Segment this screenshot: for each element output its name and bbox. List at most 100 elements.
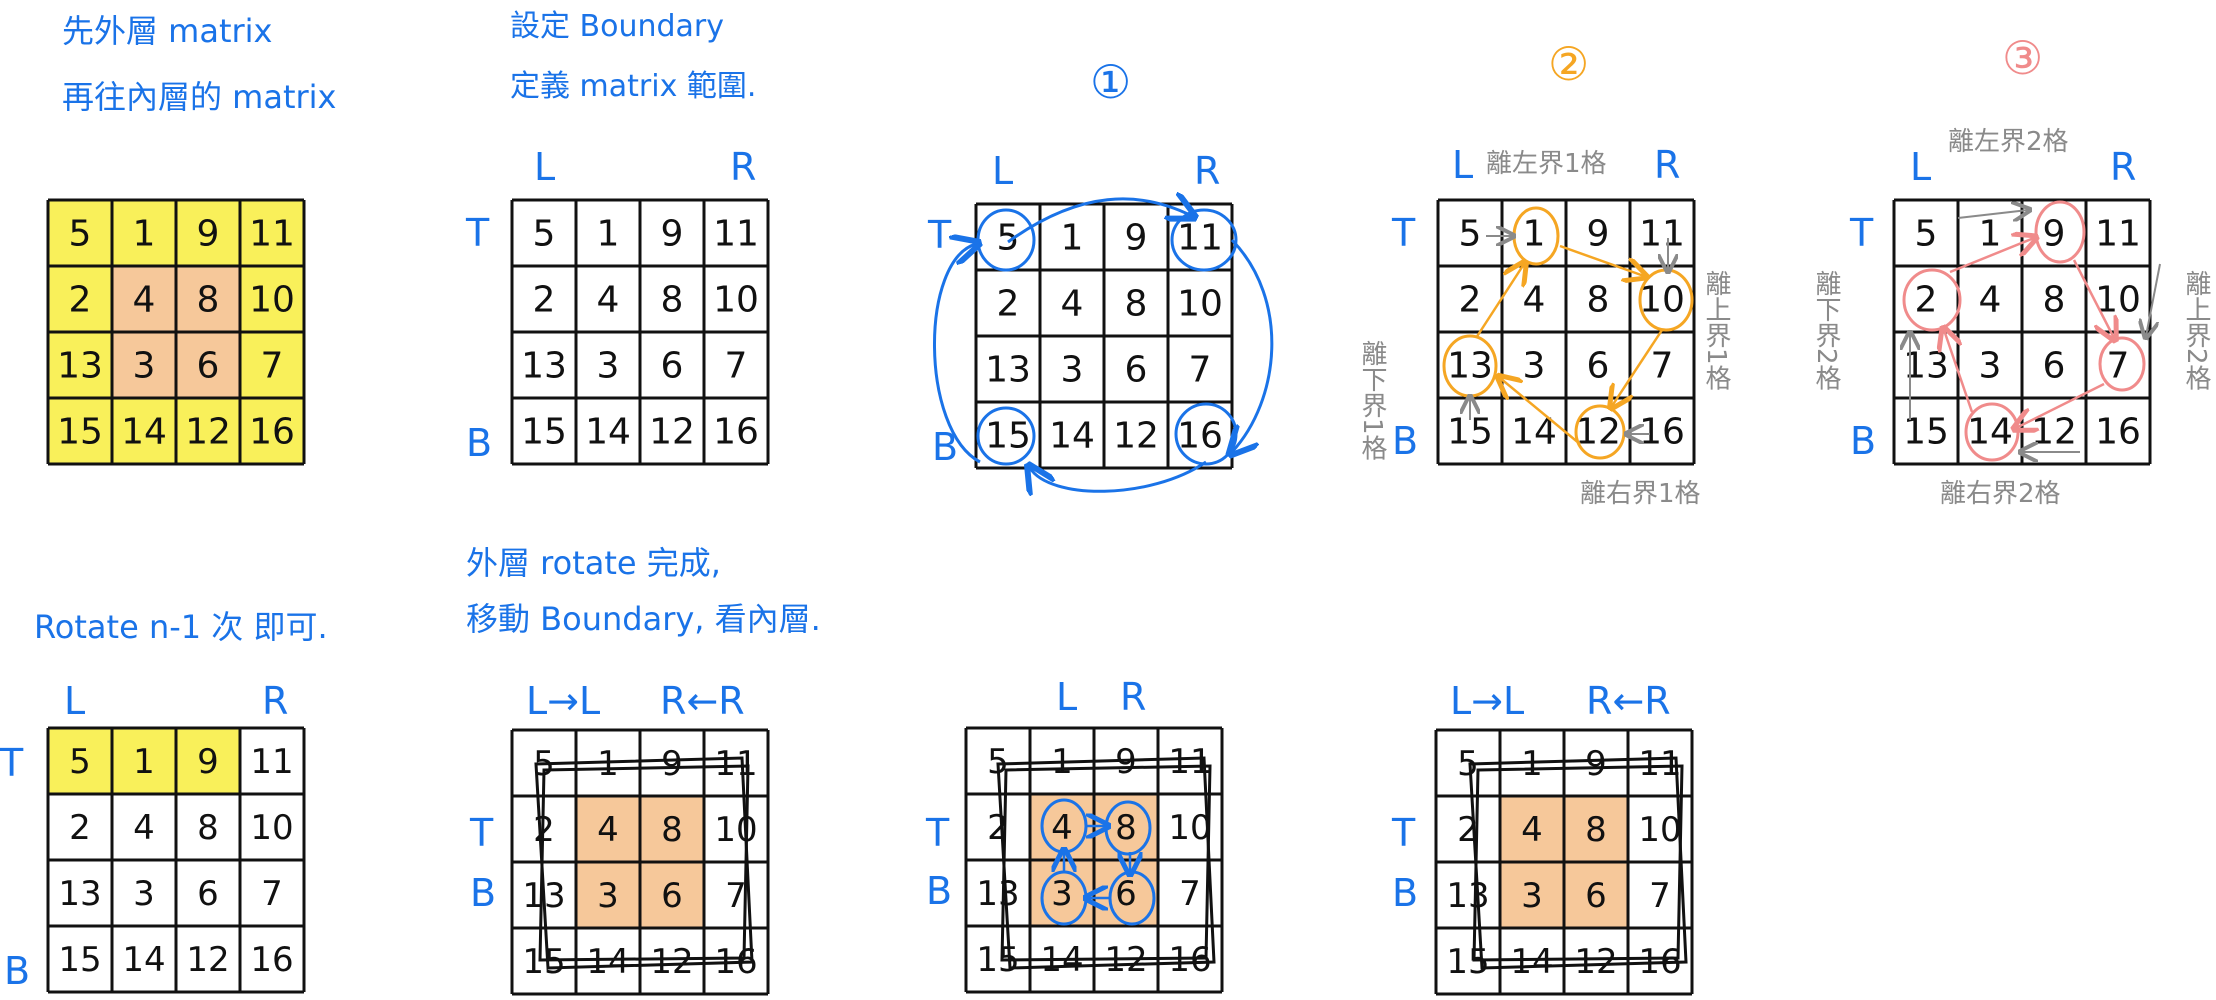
label-L: L xyxy=(1910,145,1931,189)
matrix-cell-value: 3 xyxy=(1979,346,2002,387)
cell-fill xyxy=(112,398,176,464)
note1-line2: 再往內層的 matrix xyxy=(62,78,337,116)
label-L-move: L→L xyxy=(1450,679,1524,723)
matrix-cell-value: 2 xyxy=(69,280,92,321)
matrix-cell-value: 6 xyxy=(1125,350,1148,391)
annotation-left-1: 離左界1格 xyxy=(1486,149,1607,179)
matrix-cell-value: 4 xyxy=(597,810,619,850)
matrix-cell-value: 11 xyxy=(2095,214,2141,255)
matrix-cell-value: 8 xyxy=(1585,810,1607,850)
cell-fill xyxy=(240,266,304,332)
matrix-cell-value: 14 xyxy=(1049,416,1095,457)
matrix-cell-value: 11 xyxy=(1638,744,1681,784)
matrix-cell-value: 8 xyxy=(661,280,684,321)
matrix-cell-value: 10 xyxy=(714,810,757,850)
cell-fill xyxy=(1500,796,1564,862)
matrix-cell-value: 12 xyxy=(649,412,695,453)
matrix-cell-value: 8 xyxy=(197,280,220,321)
matrix-cell-value: 13 xyxy=(57,346,103,387)
matrix-cell-value: 7 xyxy=(1651,346,1674,387)
matrix-cell-value: 7 xyxy=(1189,350,1212,391)
matrix-cell-value: 7 xyxy=(725,346,748,387)
cell-fill xyxy=(112,266,176,332)
label-T: T xyxy=(925,811,950,855)
annotation-top-1: 離上界1格 xyxy=(1701,270,1731,391)
step-label-1: ① xyxy=(1090,55,1131,109)
step-label-2: ② xyxy=(1548,37,1589,91)
label-T: T xyxy=(0,741,24,785)
matrix-cell-value: 1 xyxy=(1521,744,1543,784)
label-R: R xyxy=(730,145,756,189)
highlight-circles-step1 xyxy=(976,208,1238,466)
cell-fill xyxy=(176,200,240,266)
matrix-cell-value: 9 xyxy=(661,744,683,784)
matrix-cell-value: 5 xyxy=(1457,744,1479,784)
matrix-cell-value: 15 xyxy=(521,412,567,453)
matrix-cell-value: 11 xyxy=(250,742,293,782)
matrix-cell-value: 16 xyxy=(250,940,293,980)
annotation-bottom-1: 離下界1格 xyxy=(1357,340,1387,461)
matrix-cell-value: 1 xyxy=(133,214,156,255)
matrix-cell-value: 15 xyxy=(522,942,565,982)
cell-fill xyxy=(176,398,240,464)
boundary-arrows-step3 xyxy=(1910,210,2161,452)
matrix-cell-value: 10 xyxy=(250,808,293,848)
label-R: R xyxy=(1120,675,1146,719)
matrix-cell-value: 16 xyxy=(2095,412,2141,453)
annotation-right-1: 離右界1格 xyxy=(1580,479,1701,509)
label-B: B xyxy=(926,869,952,913)
annotation-left-2: 離左界2格 xyxy=(1948,127,2069,157)
cell-fill xyxy=(240,200,304,266)
note2-line2: 定義 matrix 範圍. xyxy=(510,69,756,104)
matrix-cell-value: 5 xyxy=(69,214,92,255)
matrix-cell-value: 10 xyxy=(713,280,759,321)
matrix-cell-value: 8 xyxy=(1115,808,1137,848)
label-R-move: R←R xyxy=(1586,679,1671,723)
matrix-cell-value: 14 xyxy=(121,412,167,453)
label-L: L xyxy=(992,149,1013,193)
matrix-cell-value: 3 xyxy=(1523,346,1546,387)
matrix-cell-value: 16 xyxy=(1168,940,1211,980)
matrix-cell-value: 7 xyxy=(261,346,284,387)
matrix-cell-value: 7 xyxy=(1649,876,1671,916)
matrix-cell-value: 1 xyxy=(1979,214,2002,255)
matrix-cell-value: 12 xyxy=(186,940,229,980)
matrix-cell-value: 11 xyxy=(249,214,295,255)
matrix-cell-value: 6 xyxy=(661,876,683,916)
outer-scribble-panel4 xyxy=(1468,756,1688,970)
label-B: B xyxy=(1392,871,1418,915)
matrix-cell-value: 5 xyxy=(1459,214,1482,255)
annotation-top-2: 離上界2格 xyxy=(2181,270,2211,391)
cell-fill xyxy=(1564,796,1628,862)
label-T: T xyxy=(465,211,490,255)
matrix-cell-value: 1 xyxy=(1061,218,1084,259)
matrix-cell-value: 12 xyxy=(185,412,231,453)
matrix-cell-value: 2 xyxy=(69,808,91,848)
matrix-cell-value: 5 xyxy=(987,742,1009,782)
matrix-cell-value: 3 xyxy=(1061,350,1084,391)
matrix-cell-value: 14 xyxy=(1967,412,2013,453)
matrix-cell-value: 9 xyxy=(197,214,220,255)
matrix-cell-value: 16 xyxy=(249,412,295,453)
label-T: T xyxy=(469,811,494,855)
rotation-arrows-step2 xyxy=(1474,244,1664,445)
matrix-cell-value: 5 xyxy=(533,214,556,255)
matrix-cell-value: 13 xyxy=(1446,876,1489,916)
annotation-bottom-2: 離下界2格 xyxy=(1811,270,1841,391)
matrix-cell-value: 5 xyxy=(69,742,91,782)
cell-fill xyxy=(640,796,704,862)
matrix-cell-value: 12 xyxy=(650,942,693,982)
matrix-cell-value: 15 xyxy=(57,412,103,453)
matrix-cell-value: 10 xyxy=(1168,808,1211,848)
matrix-cell-value: 3 xyxy=(1521,876,1543,916)
boundary-arrows-step2 xyxy=(1470,236,1668,434)
matrix-cell-value: 6 xyxy=(2043,346,2066,387)
label-T: T xyxy=(927,213,952,257)
note4-line1: 外層 rotate 完成, xyxy=(466,544,721,582)
matrix-cell-value: 13 xyxy=(1447,346,1493,387)
matrix-cell-value: 2 xyxy=(533,280,556,321)
